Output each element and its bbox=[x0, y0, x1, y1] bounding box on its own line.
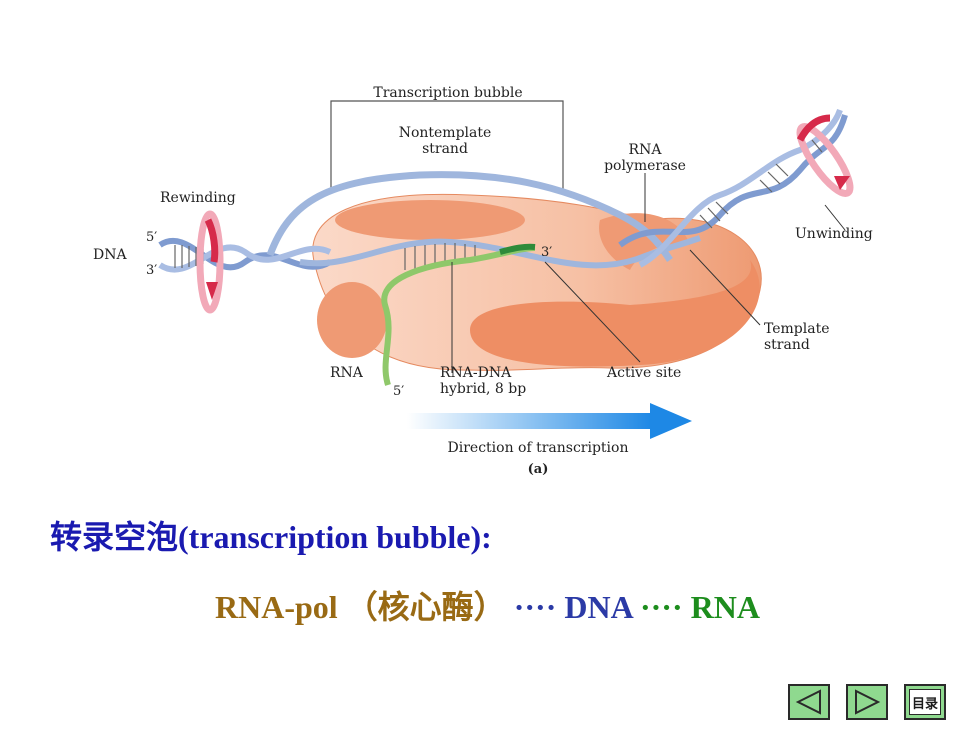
label-template-1: Template bbox=[764, 321, 830, 337]
toc-button[interactable]: 目录 bbox=[904, 684, 946, 720]
rewinding-arrow bbox=[196, 210, 224, 314]
polymerase-lobe-left bbox=[317, 282, 387, 358]
label-rna-polymerase-2: polymerase bbox=[604, 158, 686, 174]
subline-core-enzyme: （核心酶） bbox=[345, 589, 506, 625]
leader-lines bbox=[451, 173, 846, 373]
transcription-diagram: Transcription bubble Nontemplate strand … bbox=[93, 85, 873, 477]
polymerase-lobe-top bbox=[335, 200, 525, 240]
label-nontemplate-1: Nontemplate bbox=[399, 125, 492, 141]
slide-heading: 转录空泡(transcription bubble): bbox=[50, 512, 492, 558]
subline-dna: DNA bbox=[564, 589, 632, 625]
label-active-site: Active site bbox=[606, 365, 681, 381]
rna-polymerase bbox=[312, 193, 762, 371]
heading-en: (transcription bubble): bbox=[178, 519, 492, 555]
polymerase-clamp bbox=[599, 213, 690, 270]
prev-button[interactable] bbox=[788, 684, 830, 720]
label-transcription-bubble: Transcription bubble bbox=[373, 85, 522, 101]
unwinding-arrow bbox=[796, 114, 854, 197]
slide-subline: RNA-pol （核心酶） ···· DNA ···· RNA bbox=[215, 582, 760, 628]
label-hybrid-1: RNA-DNA bbox=[440, 365, 512, 381]
label-template-2: strand bbox=[764, 337, 810, 353]
label-3-prime-dna: 3′ bbox=[146, 263, 157, 278]
toc-label: 目录 bbox=[909, 689, 941, 715]
label-rna-polymerase-1: RNA bbox=[629, 142, 663, 158]
label-nontemplate-2: strand bbox=[422, 141, 468, 157]
label-5-prime-dna: 5′ bbox=[146, 230, 157, 245]
label-hybrid-2: hybrid, 8 bp bbox=[440, 381, 526, 397]
triangle-left-icon bbox=[795, 689, 821, 715]
label-5-prime-rna: 5′ bbox=[393, 384, 404, 399]
subline-rna-pol: RNA-pol bbox=[215, 589, 338, 625]
subline-dots-2: ···· bbox=[631, 589, 691, 625]
triangle-right-icon bbox=[855, 689, 881, 715]
polymerase-lobe-right bbox=[470, 260, 760, 367]
direction-arrow bbox=[407, 403, 692, 439]
label-unwinding: Unwinding bbox=[795, 226, 873, 242]
nontemplate-strand bbox=[266, 171, 673, 262]
next-button[interactable] bbox=[846, 684, 888, 720]
label-rna: RNA bbox=[330, 365, 364, 381]
label-direction: Direction of transcription bbox=[448, 440, 629, 456]
label-dna: DNA bbox=[93, 247, 127, 263]
heading-zh: 转录空泡 bbox=[50, 519, 179, 555]
label-3-prime-rna: 3′ bbox=[541, 245, 552, 260]
label-rewinding: Rewinding bbox=[160, 190, 236, 206]
bubble-bracket bbox=[330, 100, 564, 190]
subline-rna: RNA bbox=[690, 589, 760, 625]
subline-dots-1: ···· bbox=[513, 589, 565, 625]
label-panel-a: (a) bbox=[528, 462, 549, 477]
